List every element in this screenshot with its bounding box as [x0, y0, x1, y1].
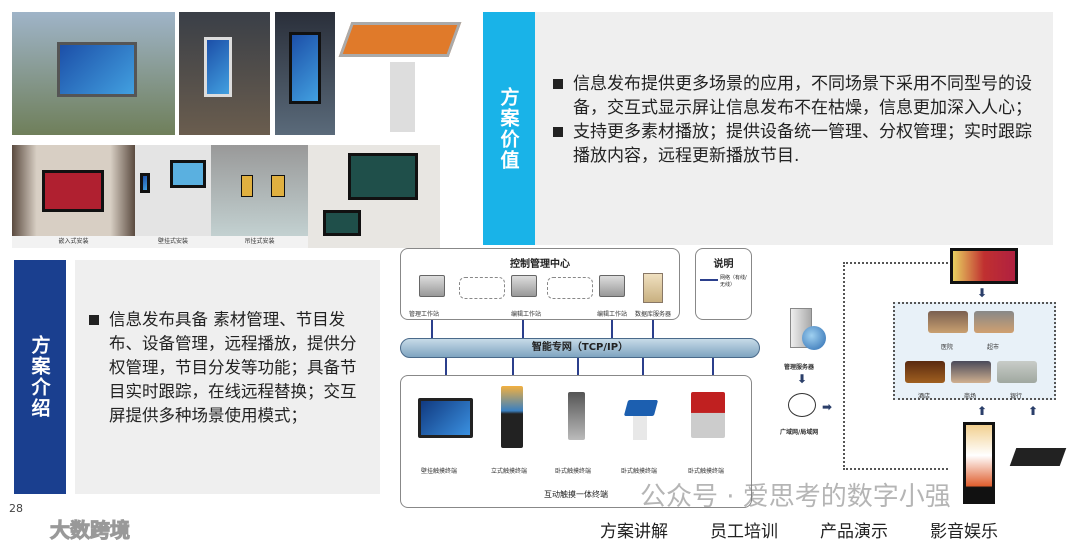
photo-hanging-install: 吊挂式安装 [211, 145, 308, 248]
arrow-right-icon: ➡ [822, 400, 833, 414]
caption-hanging: 吊挂式安装 [211, 236, 308, 248]
terminal-label: 立式触摸终端 [491, 468, 528, 475]
connector [577, 358, 579, 375]
caption-wall: 壁挂式安装 [135, 236, 211, 248]
node-label: 管理工作站 [409, 311, 440, 318]
intro-panel: 信息发布具备 素材管理、节目发布、设备管理，远程播放，提供分权管理，节目分发等功… [75, 260, 380, 494]
photo-touch-table [335, 12, 470, 135]
wall-display-image [950, 248, 1018, 284]
intro-bullet-1: 信息发布具备 素材管理、节目发布、设备管理，远程播放，提供分权管理，节目分发等功… [87, 308, 372, 428]
legend-line [700, 279, 718, 281]
connector [512, 358, 514, 375]
arrow-up-icon: ⬆ [977, 404, 988, 418]
venue-photo-hotel [905, 361, 945, 383]
terminal-label: 卧式触摸终端 [688, 468, 725, 475]
footer-tag: 方案讲解 [600, 522, 668, 542]
standing-ad-display-image [963, 422, 995, 504]
task-list-bubble [547, 277, 593, 299]
value-bullet-2: 支持更多素材播放；提供设备统一管理、分权管理；实时跟踪播放内容，远程更新播放节目… [551, 120, 1041, 168]
value-label: 方案价值 [497, 86, 520, 171]
terminals-box: 壁挂触摸终端 立式触摸终端 卧式触摸终端 卧式触摸终端 卧式触摸终端 互动触摸一… [400, 375, 752, 508]
arrow-down-icon: ⬇ [977, 286, 988, 300]
logo-watermark: 大数跨境 [50, 518, 131, 543]
terminal-label: 壁挂触摸终端 [421, 468, 458, 475]
computer-icon [419, 275, 445, 297]
task-list-bubble [459, 277, 505, 299]
standing-terminal-icon [501, 386, 523, 448]
legend-item: 网络（有线/无线） [720, 275, 747, 288]
photo-outdoor-display [275, 12, 335, 135]
intro-label: 方案介绍 [14, 260, 66, 494]
footer-tag: 产品演示 [820, 522, 888, 542]
venue-label: 商场 [964, 393, 977, 400]
inclined-terminal-icon [691, 392, 725, 438]
venue-photo-hospital [928, 311, 968, 333]
value-panel: 信息发布提供更多场景的应用，不同场景下采用不同型号的设备，交互式显示屏让信息发布… [535, 12, 1053, 245]
globe-icon [802, 326, 826, 350]
value-accent-bar [483, 12, 535, 245]
node-label: 数据库服务器 [635, 311, 672, 318]
venue-label: 银行 [1010, 393, 1023, 400]
wall-terminal-icon [418, 398, 473, 438]
control-center-title: 控制管理中心 [510, 259, 570, 270]
media-box-image [1009, 448, 1067, 466]
database-server-icon [643, 273, 663, 303]
node-label: 编辑工作站 [597, 311, 628, 318]
kiosk-terminal-icon [568, 392, 585, 440]
arrow-down-icon: ⬇ [797, 372, 808, 386]
venue-photo-supermarket [974, 311, 1014, 333]
connector [652, 320, 654, 338]
terminal-label: 卧式触摸终端 [621, 468, 658, 475]
caption-embedded: 嵌入式安装 [12, 236, 135, 248]
value-bullet-1: 信息发布提供更多场景的应用，不同场景下采用不同型号的设备，交互式显示屏让信息发布… [551, 72, 1041, 120]
connector [642, 358, 644, 375]
watermark-text: 公众号 · 爱思考的数字小强 [640, 482, 951, 512]
venue-label: 酒店 [918, 393, 931, 400]
network-pipe: 智能专网（TCP/IP） [400, 338, 760, 358]
connector [445, 358, 447, 375]
internet-globe-icon [788, 393, 816, 417]
computer-icon [511, 275, 537, 297]
page-number: 28 [9, 502, 23, 515]
deployment-dashed-frame [843, 262, 948, 470]
connector [431, 320, 433, 338]
terminal-label: 卧式触摸终端 [555, 468, 592, 475]
photo-wall-install: 壁挂式安装 [135, 145, 211, 248]
connector [522, 320, 524, 338]
server-label: 管理服务器 [784, 364, 815, 371]
footer-tag: 影音娱乐 [930, 522, 998, 542]
footer-tag: 员工培训 [710, 522, 778, 542]
wan-label: 广域网/局域网 [780, 429, 819, 436]
terminals-title: 互动触摸一体终端 [544, 490, 608, 499]
venue-photo-bank [997, 361, 1037, 383]
venue-photo-mall [951, 361, 991, 383]
venue-label: 超市 [987, 344, 1000, 351]
connector [611, 320, 613, 338]
connector [712, 358, 714, 375]
photo-outdoor-kiosk [12, 12, 175, 135]
legend-title: 说明 [713, 259, 734, 270]
computer-icon [599, 275, 625, 297]
legend-box: 说明 网络（有线/无线） [695, 248, 752, 320]
table-terminal-icon [623, 400, 659, 416]
table-terminal-stand [633, 416, 647, 440]
venue-label: 医院 [941, 344, 954, 351]
node-label: 编辑工作站 [511, 311, 542, 318]
photo-standing-display [179, 12, 270, 135]
control-center-box: 控制管理中心 管理工作站 编辑工作站 编辑工作站 数据库服务器 [400, 248, 680, 320]
photo-embedded-install: 嵌入式安装 [12, 145, 135, 248]
arrow-up-icon: ⬆ [1028, 404, 1039, 418]
photo-mobile-stand [308, 145, 440, 248]
